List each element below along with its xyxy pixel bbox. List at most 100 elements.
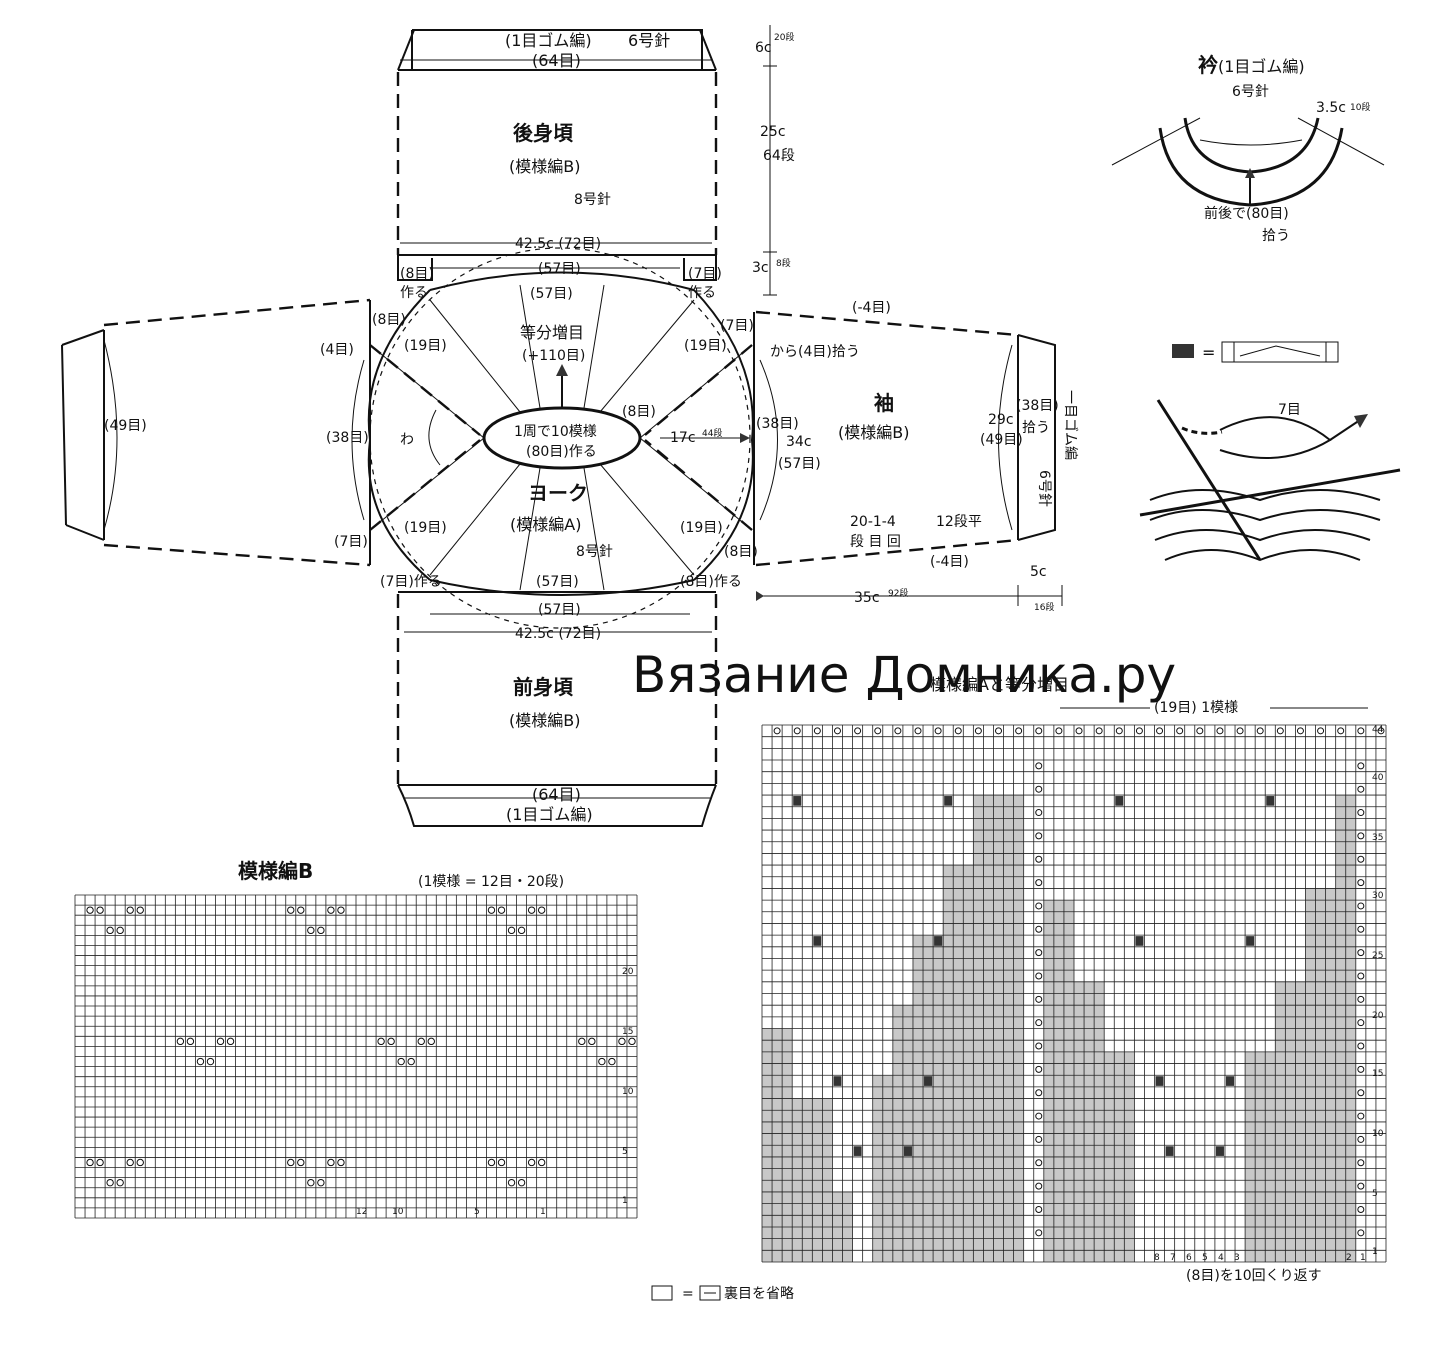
collar-schematic (1111, 117, 1385, 207)
yoke-center2-label: (80目)作る (526, 444, 597, 460)
chart-a-col-label: 1 (1360, 1253, 1366, 1263)
chart-a-yarnover (1055, 727, 1063, 735)
ls-4-label: (4目) (320, 342, 354, 358)
chart-a-yarnover (1357, 1205, 1365, 1213)
chart-b-row-label: 15 (622, 1027, 633, 1037)
chart-b-symbol (628, 1037, 636, 1046)
chart-a-yarnover (1115, 727, 1123, 735)
legend-eq: = (1202, 343, 1215, 362)
chart-b-symbol (297, 1158, 305, 1167)
yoke-s19-tl: (19目) (404, 338, 447, 354)
collar-c-label: 3.5c (1316, 100, 1346, 116)
chart-a-black-cell (1115, 796, 1124, 806)
footnote-blank-cell (651, 1285, 673, 1301)
rs-dec1-label: 20-1-4 (850, 514, 896, 530)
chart-b-row-label: 5 (622, 1147, 628, 1157)
chart-a-yarnover (833, 727, 841, 735)
rs-57-label: (57目) (778, 456, 821, 472)
chart-b-col-label: 5 (474, 1207, 480, 1217)
rs-len-c: 35c (854, 590, 880, 606)
yoke-pattern-label: (模様編A) (510, 515, 581, 534)
chart-a-row-label: 40 (1372, 773, 1384, 783)
chart-a-yarnover (914, 727, 922, 735)
chart-a-yarnover (1035, 1229, 1043, 1237)
chart-b-symbol (407, 1057, 415, 1066)
rs-flat-label: 12段平 (936, 514, 982, 530)
chart-a-yarnover (1357, 855, 1365, 863)
chart-b-symbol (337, 1158, 345, 1167)
front-body-schematic (396, 591, 718, 827)
chart-b-symbol (86, 906, 94, 914)
back-rib-label: (1目ゴム編) (505, 31, 592, 50)
back-cast8-label: (8目) (400, 266, 434, 282)
chart-b-symbol (307, 1178, 315, 1187)
chart-a-yarnover (1035, 762, 1043, 770)
chart-b-title: 模様編B (238, 859, 313, 883)
chart-a-col-label: 4 (1218, 1253, 1224, 1263)
chart-a-yarnover (1357, 1135, 1365, 1143)
chart-a-yarnover (1357, 902, 1365, 910)
chart-a-yarnover (974, 727, 982, 735)
chart-a-row-label: 25 (1372, 951, 1383, 961)
chart-b-symbol (608, 1057, 616, 1066)
chart-b-row-label: 1 (622, 1196, 628, 1206)
chart-a-row-label: 20 (1372, 1011, 1384, 1021)
chart-a-yarnover (874, 727, 882, 735)
chart-a-yarnover (1357, 1112, 1365, 1120)
chart-a-yarnover (1035, 855, 1043, 863)
rs-cuff-c: 5c (1030, 564, 1047, 580)
chart-b-symbol (116, 926, 124, 935)
chart-a-yarnover (1357, 879, 1365, 887)
chart-a-black-cell (944, 796, 953, 806)
chart-b-symbol (537, 906, 546, 914)
chart-b-symbol (186, 1037, 195, 1046)
chart-a-repeat-top: (19目) 1模様 (1154, 700, 1238, 716)
chart-a-yarnover (1276, 727, 1284, 735)
rs-8-label: (8目) (724, 544, 758, 560)
chart-b-symbol (307, 926, 315, 935)
back-body-schematic (396, 29, 718, 281)
rs-minus4-top: (-4目) (852, 300, 891, 316)
yoke-top57-label: (57目) (530, 286, 573, 302)
chart-a-yarnover (1035, 1065, 1043, 1073)
yoke-s8-label: (8目) (622, 404, 656, 420)
ls-49-label: (49目) (104, 418, 147, 434)
chart-a-black-cell (1155, 1076, 1164, 1086)
yoke-depth-r: 44段 (702, 427, 722, 439)
chart-a-black-cell (813, 936, 822, 946)
chart-b-symbol (196, 1057, 205, 1066)
chart-a-row-label: 35 (1372, 833, 1383, 843)
watermark-text: Вязание Домника.ру (632, 646, 1177, 704)
front-width-label: 42.5c (72目) (515, 626, 601, 642)
yoke-bottom57-label: (57目) (536, 574, 579, 590)
yoke-ka-label: わ (400, 432, 414, 448)
chart-b-symbol (507, 926, 516, 935)
chart-a-yarnover (1035, 1112, 1043, 1120)
chart-b-col-label: 10 (392, 1207, 404, 1217)
chart-a-yarnover (1357, 727, 1365, 735)
chart-a-black-cell (1225, 1076, 1235, 1086)
chart-a-col-label: 5 (1202, 1253, 1208, 1263)
chart-a-yarnover (1035, 1135, 1043, 1143)
chart-a-yarnover (934, 727, 942, 735)
ls-7-label: (7目) (334, 534, 368, 550)
chart-a-yarnover (1035, 1205, 1043, 1213)
chart-b-symbol (116, 1178, 124, 1187)
chart-a-yarnover (1176, 727, 1184, 735)
chart-a-col-label: 7 (1170, 1253, 1176, 1263)
back-needle8-label: 8号針 (574, 192, 611, 208)
back-inner-label: (57目) (538, 261, 581, 277)
chart-a-yarnover (773, 727, 781, 735)
chart-a-yarnover (1035, 1042, 1043, 1050)
chart-b-symbol (136, 906, 144, 914)
v-top-r: 20段 (774, 31, 794, 43)
chart-a-black-cell (793, 796, 802, 806)
chart-b-row-label: 20 (622, 967, 634, 977)
chart-b-symbol (86, 1158, 94, 1167)
chart-a-yarnover (1377, 727, 1385, 735)
v-top-c: 6c (755, 40, 772, 56)
chart-b-symbol (527, 906, 536, 914)
chart-a-row-label: 30 (1372, 891, 1384, 901)
ls-38-label: (38目) (326, 430, 369, 446)
chart-a-yarnover (1357, 832, 1365, 840)
